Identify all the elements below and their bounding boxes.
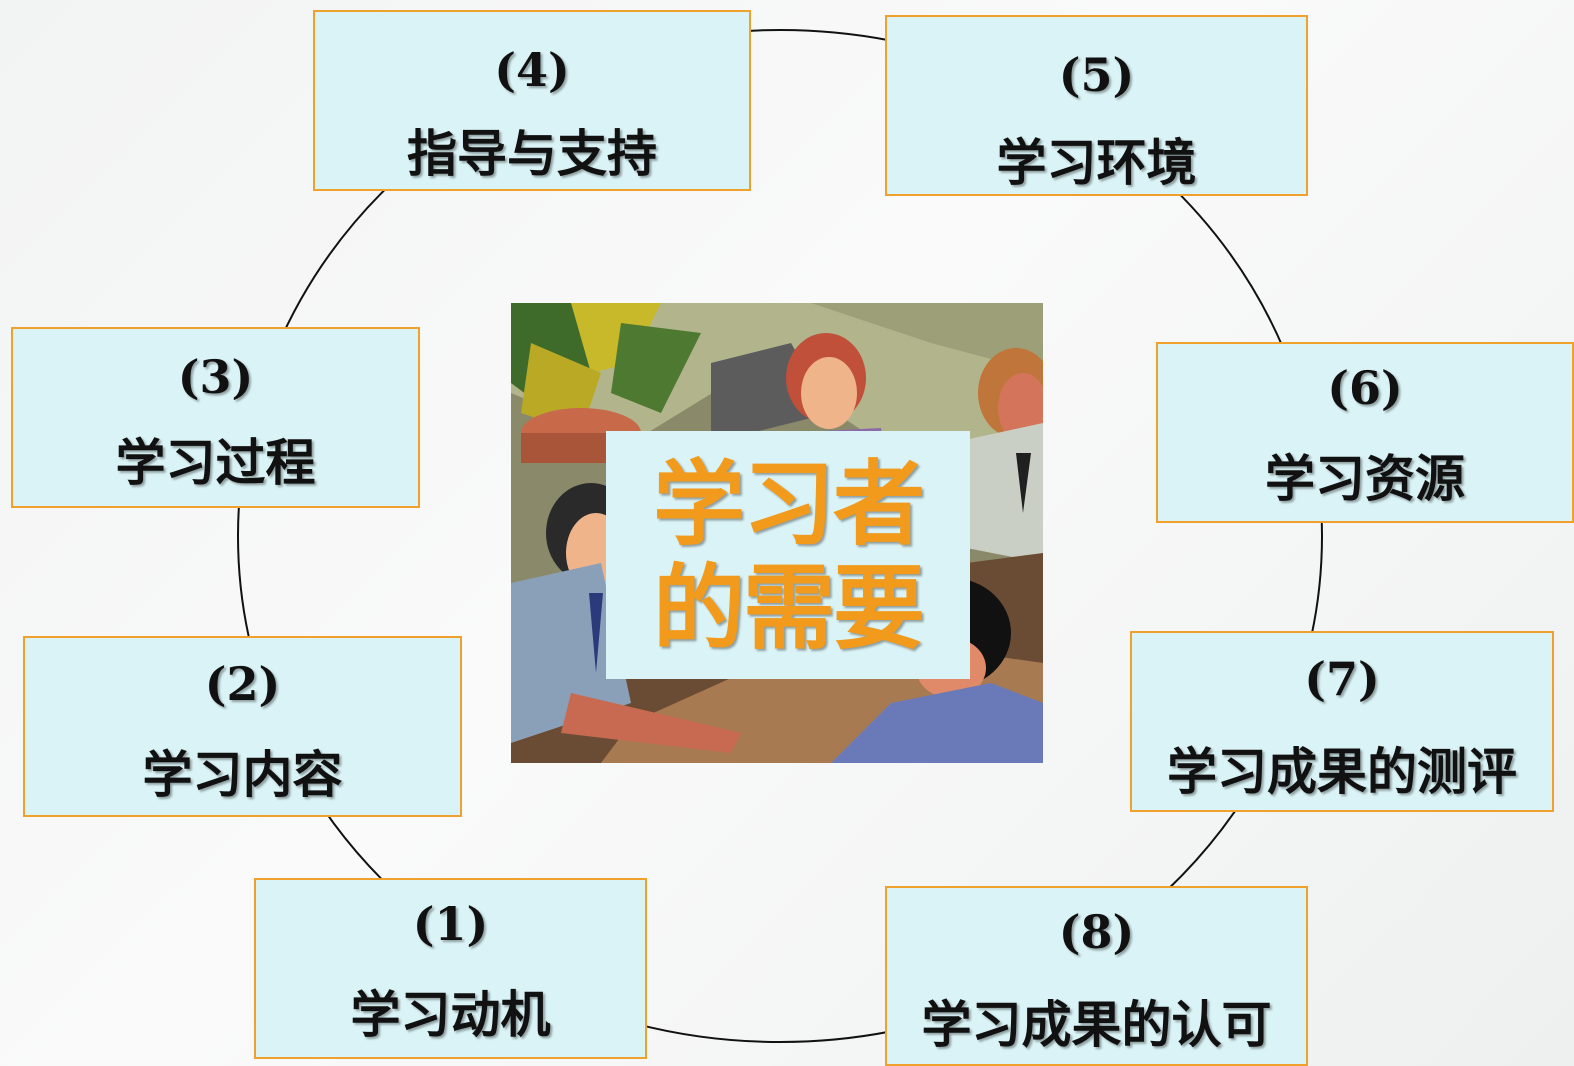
- need-box-2: (2) 学习内容: [23, 636, 462, 817]
- need-number: (5): [1058, 48, 1135, 102]
- need-label: 学习动机: [350, 986, 551, 1044]
- need-number: (3): [177, 350, 254, 404]
- need-label: 学习环境: [996, 134, 1197, 192]
- center-title: 学习者 的需要: [606, 431, 970, 679]
- need-box-5: (5) 学习环境: [885, 15, 1308, 196]
- need-number: (6): [1327, 361, 1403, 415]
- need-number: (2): [204, 657, 281, 711]
- need-number: (1): [412, 897, 489, 951]
- center-title-line-2: 的需要: [652, 555, 925, 662]
- need-box-8: (8) 学习成果的认可: [885, 886, 1308, 1066]
- need-label: 指导与支持: [407, 125, 657, 183]
- need-box-7: (7) 学习成果的测评: [1130, 631, 1554, 812]
- need-number: (4): [494, 43, 570, 97]
- need-number: (8): [1058, 905, 1135, 959]
- need-box-3: (3) 学习过程: [11, 327, 420, 508]
- need-label: 学习过程: [115, 434, 316, 492]
- need-label: 学习内容: [142, 746, 343, 804]
- center-title-line-1: 学习者: [652, 451, 925, 558]
- need-box-6: (6) 学习资源: [1156, 342, 1574, 523]
- need-number: (7): [1304, 652, 1380, 706]
- need-box-1: (1) 学习动机: [254, 878, 647, 1059]
- need-label: 学习成果的测评: [1167, 743, 1517, 801]
- need-label: 学习成果的认可: [921, 996, 1272, 1054]
- need-label: 学习资源: [1265, 450, 1465, 508]
- need-box-4: (4) 指导与支持: [313, 10, 751, 191]
